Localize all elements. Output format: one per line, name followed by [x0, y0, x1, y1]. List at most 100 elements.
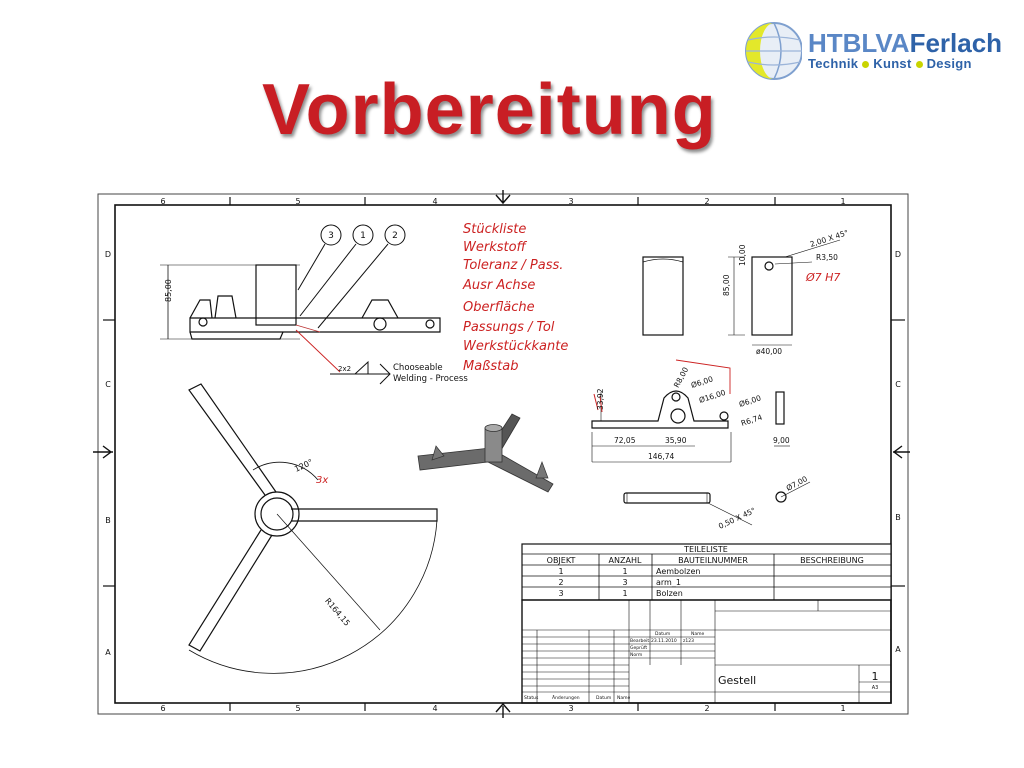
parts-header-anzahl: ANZAHL: [609, 556, 642, 565]
parts-list-title: TEILELISTE: [683, 545, 728, 554]
arm-detail: [591, 390, 790, 463]
dim-arm-h3392: 33,92: [596, 388, 605, 410]
row-label-left-c: C: [105, 380, 111, 389]
row-label-left-b: B: [105, 516, 111, 525]
dim-arm-thick: 9,00: [773, 436, 790, 445]
tb-sheet-number: 1: [872, 670, 879, 683]
logo-tag-2: Kunst: [873, 56, 912, 71]
parts-list: TEILELISTE OBJEKT ANZAHL BAUTEILNUMMER B…: [521, 543, 892, 601]
top-view: [188, 383, 438, 674]
dim-arm-w3590: 35,90: [665, 436, 687, 445]
note-7: Werkstückkante: [463, 339, 568, 354]
dim-angle-120: 120°: [293, 458, 314, 474]
parts-header-bauteilnummer: BAUTEILNUMMER: [678, 556, 748, 565]
col-label-bottom-5: 5: [295, 704, 300, 713]
tb-bearb-date: 23.11.2010: [651, 638, 677, 644]
pin-views: [642, 239, 841, 346]
front-view: [160, 264, 441, 373]
note-5: Oberfläche: [463, 300, 535, 315]
col-label-top-5: 5: [295, 197, 300, 206]
tb-format: A3: [872, 685, 879, 691]
dim-height-85: 85,00: [164, 279, 173, 302]
dim-bolt-d7: Ø7,00: [785, 474, 809, 493]
dim-pin-diameter: ø40,00: [756, 347, 782, 356]
parts-row-1-objekt: 1: [558, 567, 563, 576]
note-3: Toleranz / Pass.: [463, 258, 563, 273]
note-4: Ausr Achse: [462, 278, 535, 293]
balloon-2: 2: [392, 231, 398, 241]
note-1: Stückliste: [463, 222, 526, 237]
parts-header-objekt: OBJEKT: [547, 556, 576, 565]
dim-arm-r8: R8,00: [672, 365, 690, 389]
logo-name-1: HTBLVA: [808, 28, 910, 58]
col-label-bottom-1: 1: [840, 704, 845, 713]
col-label-bottom-2: 2: [704, 704, 709, 713]
parts-row-1-anzahl: 1: [622, 567, 627, 576]
parts-header-beschreibung: BESCHREIBUNG: [800, 556, 864, 565]
logo-globe-icon: [745, 22, 802, 80]
weld-note-2: Welding - Process: [393, 374, 468, 384]
part-balloons: [297, 224, 406, 329]
row-label-right-b: B: [895, 513, 901, 522]
tb-date-label: Datum: [655, 631, 670, 637]
centering-arrows: [93, 190, 910, 718]
col-label-bottom-6: 6: [160, 704, 165, 713]
parts-row-3-objekt: 3: [558, 589, 563, 598]
tb-drawing-title: Gestell: [718, 674, 756, 687]
tb-norm-label: Norm: [630, 652, 642, 658]
note-2: Werkstoff: [463, 240, 528, 255]
row-label-left-a: A: [105, 648, 111, 657]
tb-chg-date-label: Datum: [596, 695, 611, 701]
handwritten-notes: Stückliste Werkstoff Toleranz / Pass. Au…: [462, 222, 568, 374]
col-label-bottom-4: 4: [432, 704, 437, 713]
weld-size: 2x2: [338, 365, 351, 373]
parts-row-2-anzahl: 3: [622, 578, 627, 587]
tb-status-label: Status: [524, 695, 539, 701]
parts-row-1-number: Aembolzen: [656, 567, 700, 576]
parts-row-2-objekt: 2: [558, 578, 563, 587]
zone-ticks: [103, 197, 905, 711]
row-label-left-d: D: [105, 250, 111, 259]
col-label-top-2: 2: [704, 197, 709, 206]
balloon-3: 3: [328, 231, 334, 241]
col-label-top-4: 4: [432, 197, 437, 206]
dim-pin-height-10: 10,00: [738, 244, 747, 266]
dim-arm-d6-top: Ø6,00: [690, 374, 714, 390]
note-6: Passungs / Tol: [463, 320, 555, 335]
slide-title: Vorbereitung: [262, 70, 717, 150]
title-block: Datum Name Bearbeit. 23.11.2010 z123 Gep…: [521, 599, 892, 704]
tb-name-label: Name: [691, 631, 705, 637]
dim-pin-chamfer: 2,00 X 45°: [809, 228, 850, 249]
dim-arm-d16: Ø16,00: [698, 388, 727, 405]
row-label-right-a: A: [895, 645, 901, 654]
dim-bolt-chamfer: 0,50 X 45°: [717, 506, 757, 531]
balloon-1: 1: [360, 231, 366, 241]
parts-row-3-number: Bolzen: [656, 589, 683, 598]
col-label-top-1: 1: [840, 197, 845, 206]
row-label-right-c: C: [895, 380, 901, 389]
bolt-detail: [623, 481, 811, 526]
tb-bearb-name: z123: [683, 638, 694, 644]
note-8: Maßstab: [463, 359, 518, 374]
note-pin-fit: Ø7 H7: [805, 271, 840, 284]
weld-note-1: Chooseable: [393, 363, 443, 373]
logo-name-2: Ferlach: [909, 28, 1003, 58]
row-label-right-d: D: [895, 250, 901, 259]
col-label-top-3: 3: [568, 197, 573, 206]
col-label-top-6: 6: [160, 197, 165, 206]
parts-row-3-anzahl: 1: [622, 589, 627, 598]
dim-pin-height-85: 85,00: [722, 274, 731, 296]
logo-tag-3: Design: [926, 56, 972, 71]
dim-radius-arm: R164,15: [323, 596, 351, 627]
dim-pin-radius: R3,50: [816, 253, 838, 262]
dim-arm-total: 146,74: [648, 452, 674, 461]
tb-changes-label: Änderungen: [552, 694, 580, 701]
weld-symbol: [330, 360, 391, 385]
dim-angle-note: 3x: [316, 475, 328, 486]
tb-bearb-label: Bearbeit.: [630, 638, 651, 644]
col-label-bottom-3: 3: [568, 704, 573, 713]
parts-row-2-number: arm_1: [656, 578, 681, 587]
